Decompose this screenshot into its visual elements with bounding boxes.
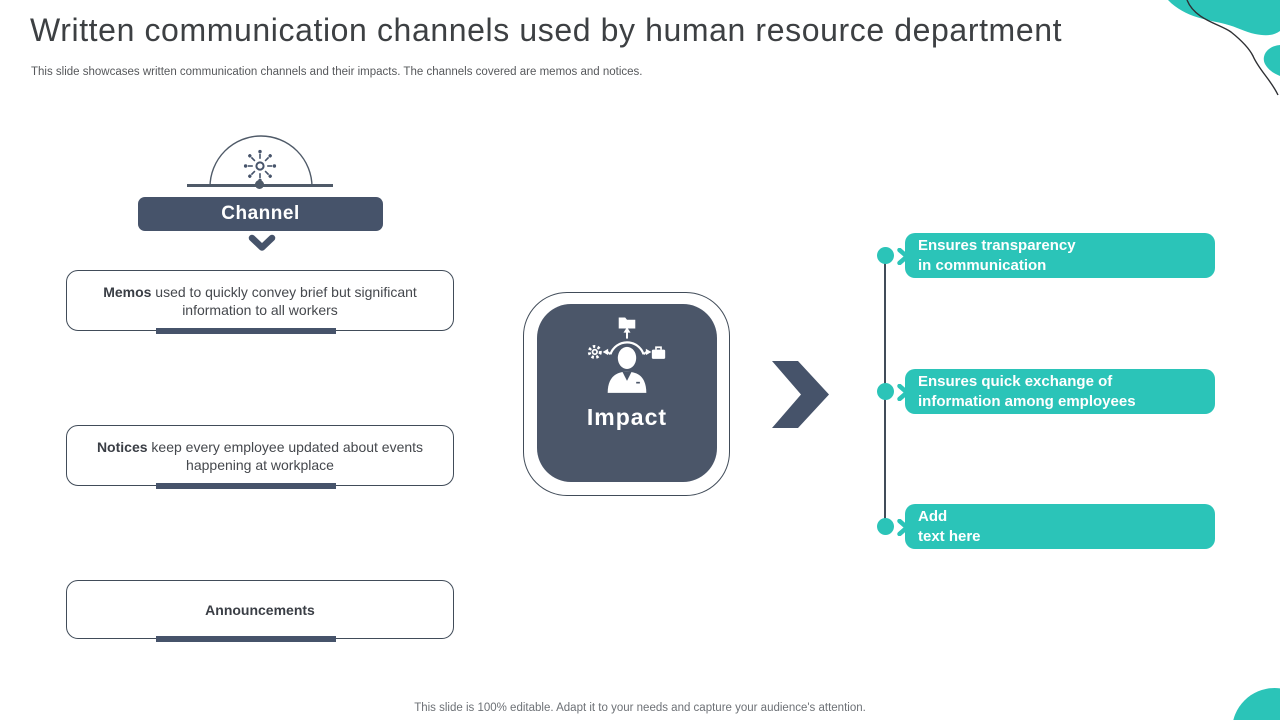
channel-baseline-dot <box>255 180 264 189</box>
impact-item-line2: text here <box>918 527 981 545</box>
footer-note: This slide is 100% editable. Adapt it to… <box>414 702 866 714</box>
impact-outline <box>523 292 730 496</box>
impact-item-exchange: Ensures quick exchange of information am… <box>905 369 1215 414</box>
channel-item-notices-text: Notices keep every employee updated abou… <box>96 438 424 473</box>
slide-subtitle: This slide showcases written communicati… <box>31 66 643 78</box>
underline-bar <box>156 635 336 642</box>
channel-header: Channel <box>138 197 383 231</box>
sparkle-icon <box>243 149 277 183</box>
corner-blob-decoration <box>1168 0 1280 96</box>
underline-bar <box>156 482 336 489</box>
impact-item-line1: Ensures quick exchange of <box>918 373 1113 390</box>
impact-label: Impact <box>586 404 668 430</box>
channel-item-announcements-text: Announcements <box>205 601 315 618</box>
arrow-right-icon <box>772 361 829 428</box>
impact-item-transparency: Ensures transparency in communication <box>905 233 1215 278</box>
channel-header-label: Channel <box>221 203 300 224</box>
marker-dot <box>877 518 894 535</box>
impact-item-line1: Add <box>918 508 948 525</box>
channel-item-announcements: Announcements <box>66 580 454 642</box>
impact-item-placeholder: Add text here <box>905 504 1215 549</box>
chevron-down-icon <box>248 234 276 251</box>
impact-item-line2: information among employees <box>918 392 1136 410</box>
arc-decoration <box>209 135 313 188</box>
person-network-icon <box>587 317 666 393</box>
marker-dot <box>877 383 894 400</box>
channel-item-notices: Notices keep every employee updated abou… <box>66 425 454 489</box>
impact-item-line2: in communication <box>918 256 1047 274</box>
underline-bar <box>156 327 336 334</box>
impact-card: Impact <box>537 304 717 482</box>
channel-item-memos-text: Memos used to quickly convey brief but s… <box>103 283 417 318</box>
impact-item-line1: Ensures transparency <box>918 237 1076 254</box>
marker-dot <box>877 247 894 264</box>
channel-item-memos: Memos used to quickly convey brief but s… <box>66 270 454 334</box>
page-title: Written communication channels used by h… <box>30 12 1063 48</box>
